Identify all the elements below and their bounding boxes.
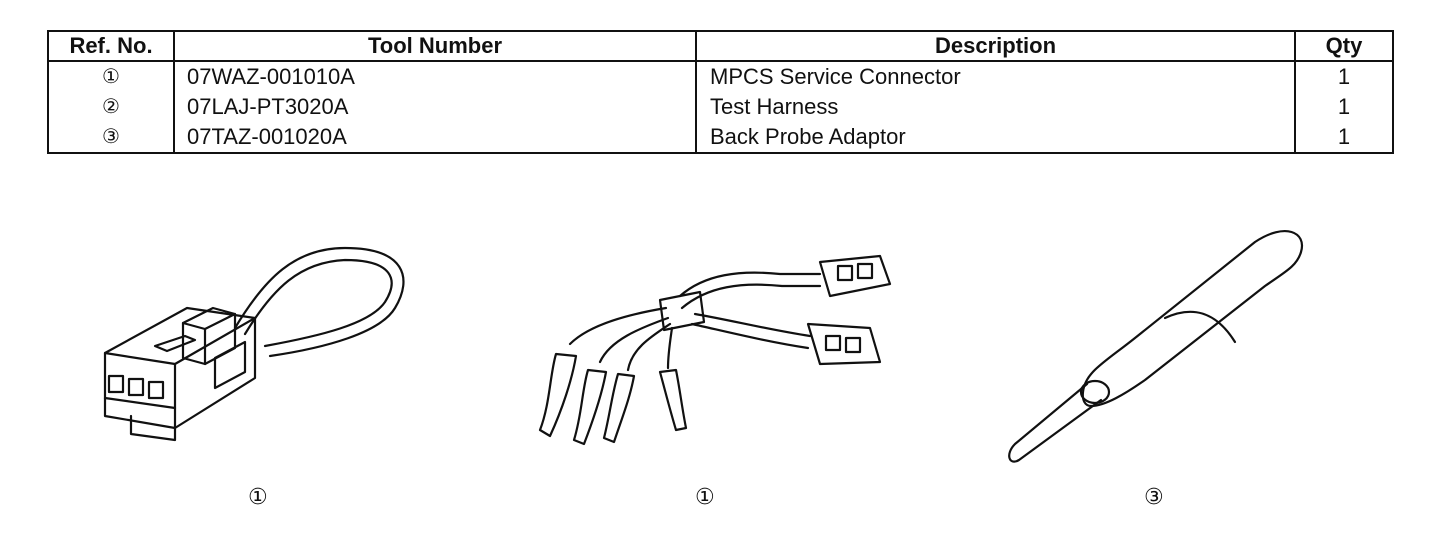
callout-back-probe-adaptor: ③ <box>1144 484 1164 509</box>
row-tool-number: 07LAJ-PT3020A <box>174 92 697 122</box>
row-ref-no: ① <box>48 61 175 92</box>
test-harness-illustration <box>538 254 892 446</box>
callout-service-connector: ① <box>248 484 268 509</box>
row-qty: 1 <box>1337 64 1351 89</box>
row-description: Test Harness <box>696 92 1296 122</box>
row-ref-no: ② <box>48 92 175 122</box>
service-connector-illustration <box>103 246 405 442</box>
header-qty: Qty <box>1295 31 1393 62</box>
row-qty: 1 <box>1337 124 1351 149</box>
header-ref-no: Ref. No. <box>48 31 175 62</box>
row-description: MPCS Service Connector <box>696 61 1296 92</box>
table-row: ① 07WAZ-001010A MPCS Service Connector 1 <box>48 61 1393 92</box>
back-probe-adaptor-illustration <box>1008 230 1304 463</box>
row-ref-no: ③ <box>48 122 175 153</box>
row-tool-number: 07TAZ-001020A <box>174 122 697 153</box>
table-row: ② 07LAJ-PT3020A Test Harness 1 <box>48 92 1393 122</box>
row-tool-number: 07WAZ-001010A <box>174 61 697 92</box>
header-description: Description <box>696 31 1296 62</box>
table-row: ③ 07TAZ-001020A Back Probe Adaptor 1 <box>48 122 1393 153</box>
callout-test-harness: ① <box>695 484 715 509</box>
special-tools-table: Ref. No. Tool Number Description Qty ① 0… <box>47 30 1394 154</box>
row-qty: 1 <box>1337 94 1351 119</box>
header-tool-number: Tool Number <box>174 31 697 62</box>
table-header-row: Ref. No. Tool Number Description Qty <box>48 31 1393 62</box>
row-description: Back Probe Adaptor <box>696 122 1296 153</box>
